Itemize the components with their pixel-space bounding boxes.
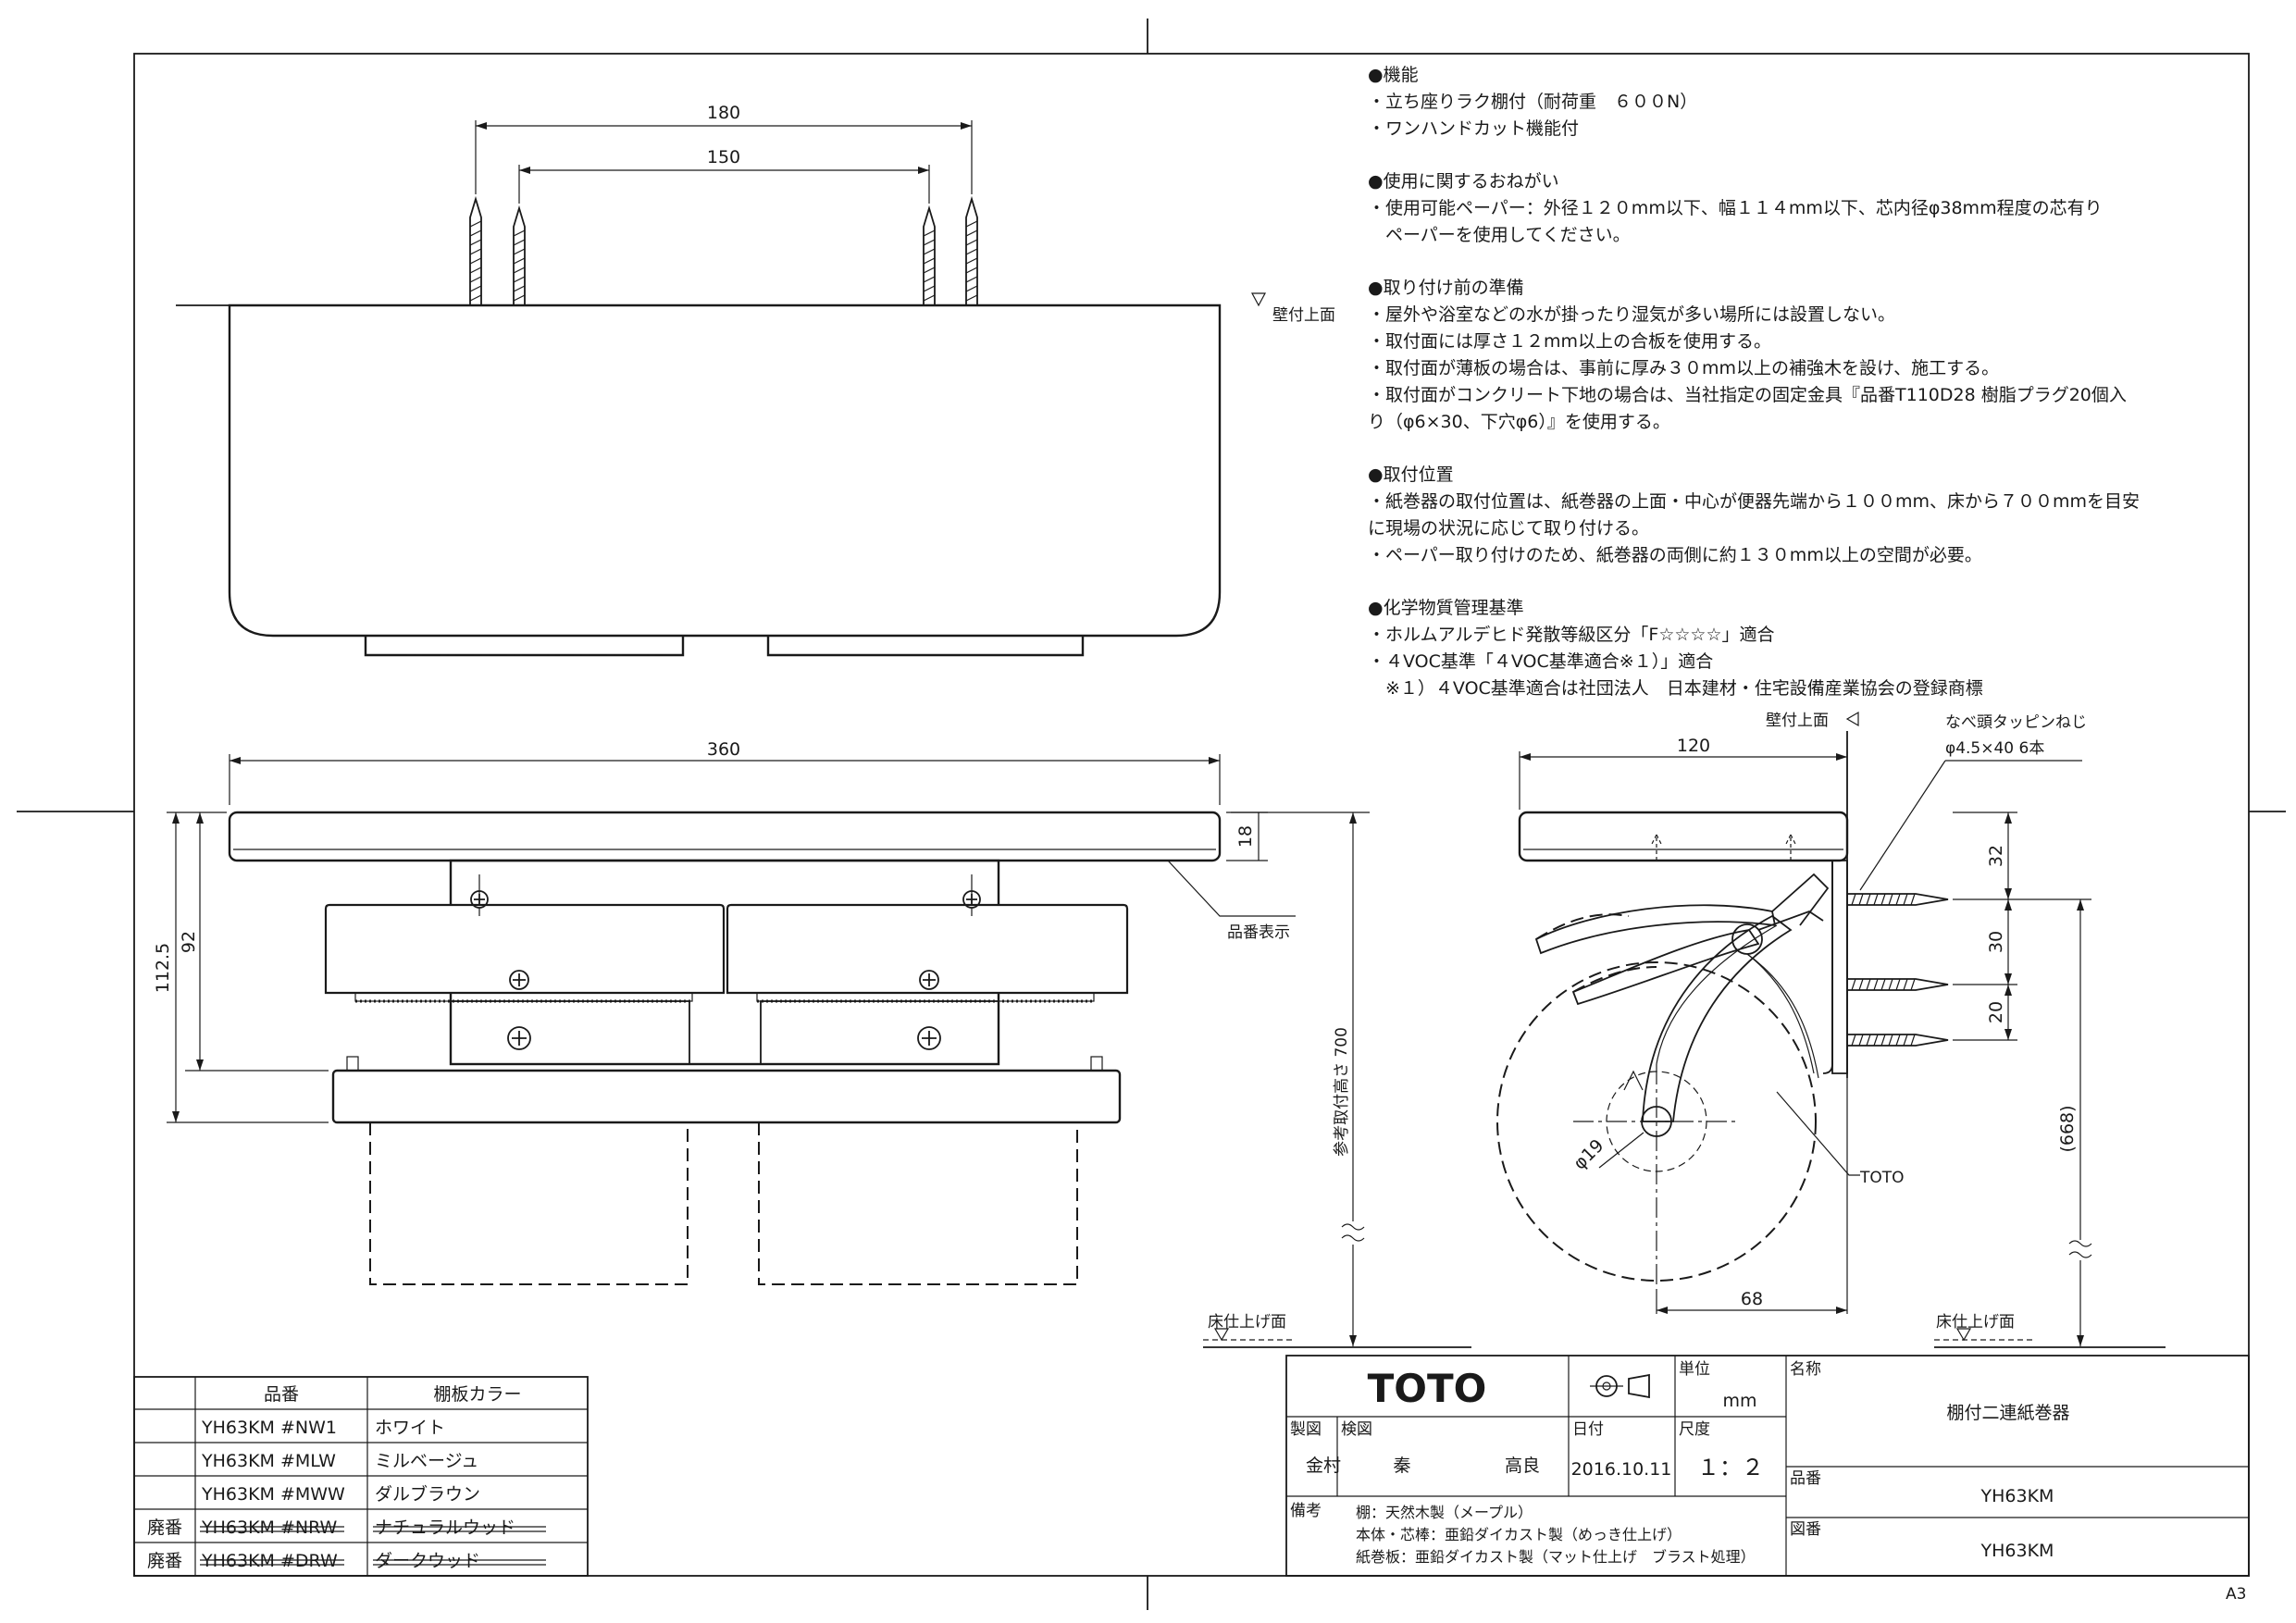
note-line: り（φ6×30、下穴φ6）』を使用する。 xyxy=(1368,412,1670,432)
table-cell-color: ホワイト xyxy=(375,1418,445,1438)
date-label: 日付 xyxy=(1572,1420,1604,1439)
holder-arm xyxy=(1534,873,1830,1122)
note-head-function: ●機能 xyxy=(1368,65,1419,85)
table-header-color: 棚板カラー xyxy=(433,1384,521,1405)
note-line: ・立ち座りラク棚付（耐荷重 ６００N） xyxy=(1368,92,1697,112)
table-cell-status: 廃番 xyxy=(147,1551,182,1571)
dim-92: 92 xyxy=(179,931,199,953)
note-line: ・ペーパー取り付けのため、紙巻器の両側に約１３０mm以上の空間が必要。 xyxy=(1368,545,1982,565)
drawn-label: 製図 xyxy=(1290,1420,1322,1439)
note-line: ・紙巻器の取付位置は、紙巻器の上面・中心が便器先端から１００mm、床から７００m… xyxy=(1368,491,2140,512)
remark-line: 紙巻板：亜鉛ダイカスト製（マット仕上げ ブラスト処理） xyxy=(1356,1548,1756,1566)
table-cell-code: YH63KM #DRW xyxy=(201,1551,338,1571)
dim-668: (668) xyxy=(2057,1105,2078,1152)
projection-symbol-icon xyxy=(1590,1373,1650,1399)
dim-68: 68 xyxy=(1741,1289,1763,1309)
remark-line: 棚：天然木製（メープル） xyxy=(1356,1504,1533,1521)
screw-group-side xyxy=(1847,893,1949,1047)
note-line: ・ホルムアルデヒド発散等級区分「F☆☆☆☆」適合 xyxy=(1368,625,1775,645)
dim-150: 150 xyxy=(707,147,740,167)
part-label: 品番 xyxy=(1790,1469,1821,1488)
table-cell-color: ダルブラウン xyxy=(375,1483,480,1505)
unit-label: 単位 xyxy=(1679,1360,1710,1379)
drawing-no-label: 図番 xyxy=(1790,1520,1821,1539)
title-block: TOTO 単位 mm 名称 棚付二連紙巻器 製図 金村 検図 秦 高良 日付 2… xyxy=(1285,1355,2250,1577)
name-label: 名称 xyxy=(1790,1360,1821,1379)
table-cell-color: ナチュラルウッド xyxy=(375,1518,515,1538)
drawn-by: 金村 xyxy=(1306,1456,1341,1476)
table-cell-code: YH63KM #NW1 xyxy=(201,1418,337,1438)
part-number-label: 品番表示 xyxy=(1227,923,1290,942)
table-cell-code: YH63KM #NRW xyxy=(201,1518,338,1538)
dim-30: 30 xyxy=(1986,931,2006,953)
wall-surface-label-side: 壁付上面 xyxy=(1766,712,1829,730)
checked-label: 検図 xyxy=(1341,1420,1372,1439)
remarks-label: 備考 xyxy=(1290,1502,1322,1520)
dim-120: 120 xyxy=(1677,736,1710,756)
reference-height-label: 参考取付高さ 700 xyxy=(1333,1027,1351,1157)
top-view: 180 150 壁付上面 xyxy=(176,103,1335,657)
date-value: 2016.10.11 xyxy=(1571,1459,1672,1480)
part-value: YH63KM xyxy=(1980,1486,2054,1506)
sheet-border xyxy=(133,53,2250,1577)
drawing-no-value: YH63KM xyxy=(1980,1541,2054,1561)
checked-by-2: 高良 xyxy=(1505,1456,1540,1476)
note-line: ※１）４VOC基準適合は社団法人 日本建材・住宅設備産業協会の登録商標 xyxy=(1368,678,1983,699)
remark-line: 本体・芯棒：亜鉛ダイカスト製（めっき仕上げ） xyxy=(1356,1526,1682,1543)
note-head-chemical: ●化学物質管理基準 xyxy=(1368,598,1524,618)
screw-group-top xyxy=(469,195,978,305)
note-line: ・屋外や浴室などの水が掛ったり湿気が多い場所には設置しない。 xyxy=(1368,304,1895,325)
dim-112-5: 112.5 xyxy=(153,943,173,993)
dim-18: 18 xyxy=(1235,825,1256,848)
dim-180: 180 xyxy=(707,103,740,123)
scale-value: １：２ xyxy=(1697,1455,1764,1481)
checked-by-1: 秦 xyxy=(1393,1456,1410,1476)
dim-32: 32 xyxy=(1986,845,2006,867)
scale-label: 尺度 xyxy=(1679,1420,1710,1439)
screw-label-2: φ4.5×40 6本 xyxy=(1945,739,2044,758)
note-line: ・ワンハンドカット機能付 xyxy=(1368,118,1579,139)
table-cell-code: YH63KM #MWW xyxy=(201,1484,345,1505)
front-view: 360 18 xyxy=(153,739,1471,1348)
note-head-usage: ●使用に関するおねがい xyxy=(1368,171,1559,192)
note-line: に現場の状況に応じて取り付ける。 xyxy=(1368,518,1649,539)
table-cell-color: ミルベージュ xyxy=(375,1451,478,1471)
toto-logo: TOTO xyxy=(1368,1366,1487,1411)
brand-label: TOTO xyxy=(1859,1169,1905,1187)
screw-label-1: なべ頭タッピンねじ xyxy=(1945,713,2087,732)
color-table: 品番 棚板カラー YH63KM #NW1 ホワイト YH63KM #MLW ミル… xyxy=(133,1376,589,1577)
floor-label-front: 床仕上げ面 xyxy=(1208,1313,1286,1332)
side-view: 壁付上面 120 なべ頭タッピンねじ φ4.5×40 6本 xyxy=(1496,711,2166,1348)
table-cell-color: ダークウッド xyxy=(375,1551,480,1571)
dim-20: 20 xyxy=(1986,1001,2006,1023)
note-head-position: ●取付位置 xyxy=(1368,465,1454,485)
note-line: ・取付面がコンクリート下地の場合は、当社指定の固定金具『品番T110D28 樹脂… xyxy=(1368,385,2127,405)
note-line: ・使用可能ペーパー：外径１２０mm以下、幅１１４mm以下、芯内径φ38mm程度の… xyxy=(1368,198,2103,218)
note-line: ・４VOC基準「４VOC基準適合※１）」適合 xyxy=(1368,651,1713,672)
note-line: ・取付面には厚さ１２mm以上の合板を使用する。 xyxy=(1368,331,1771,352)
note-line: ペーパーを使用してください。 xyxy=(1368,225,1631,245)
wall-surface-label-top: 壁付上面 xyxy=(1272,306,1335,325)
dim-phi19: φ19 xyxy=(1570,1135,1608,1174)
note-head-preparation: ●取り付け前の準備 xyxy=(1368,278,1524,298)
dim-360: 360 xyxy=(707,739,740,760)
table-header-part: 品番 xyxy=(264,1384,299,1405)
notes-block: ●機能 ・立ち座りラク棚付（耐荷重 ６００N） ・ワンハンドカット機能付 ●使用… xyxy=(1368,65,2140,699)
sheet-size: A3 xyxy=(2226,1585,2246,1604)
table-cell-status: 廃番 xyxy=(147,1518,182,1538)
product-name: 棚付二連紙巻器 xyxy=(1946,1403,2069,1423)
note-line: ・取付面が薄板の場合は、事前に厚み３０mm以上の補強木を設け、施工する。 xyxy=(1368,358,1999,378)
unit-value: mm xyxy=(1722,1391,1756,1411)
floor-label-side: 床仕上げ面 xyxy=(1936,1313,2015,1332)
table-cell-code: YH63KM #MLW xyxy=(201,1451,336,1471)
